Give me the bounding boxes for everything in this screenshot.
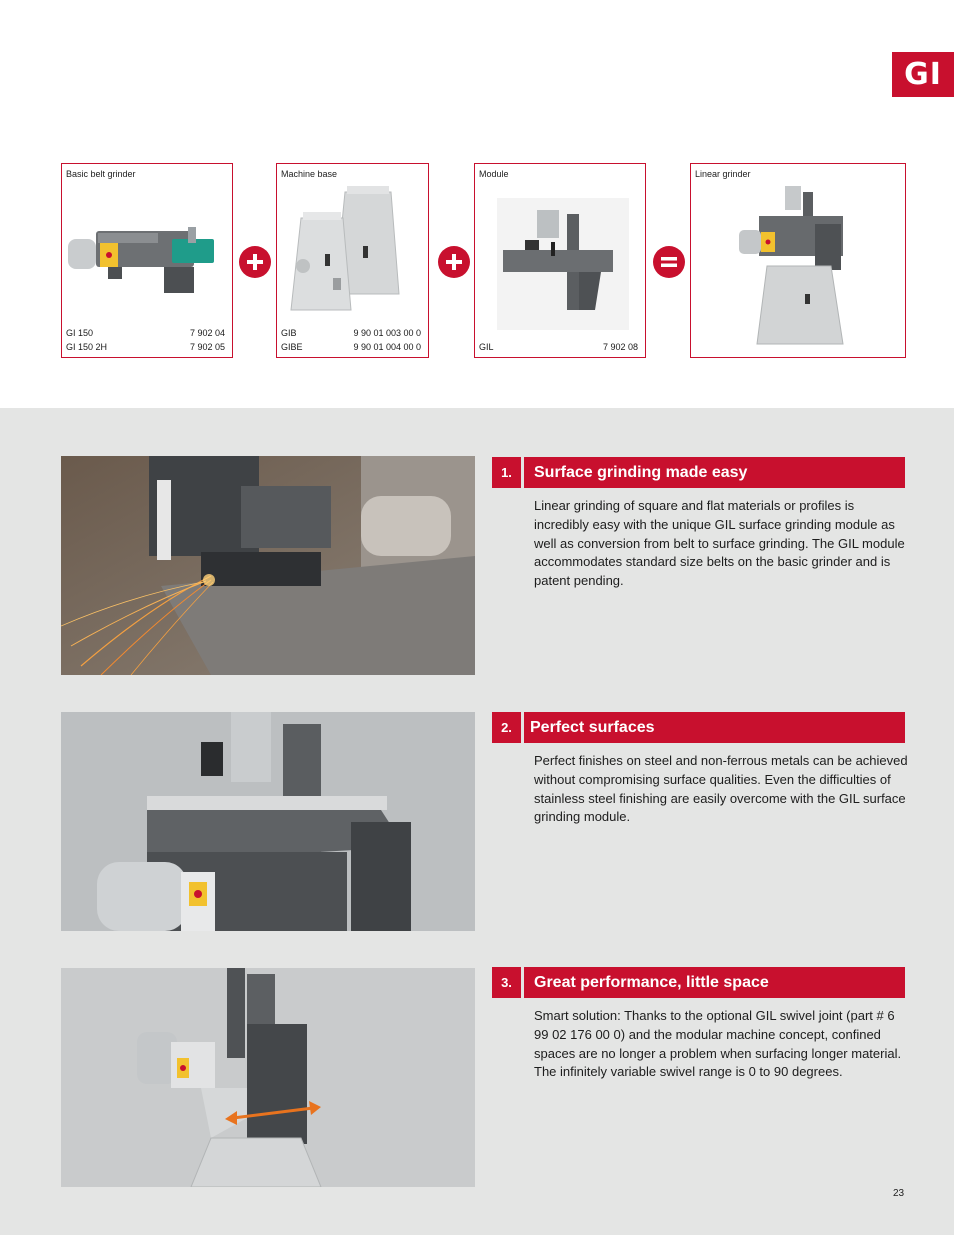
plus-operator-icon [438,246,470,278]
module-box-module: Module GIL 7 902 08 [474,163,646,358]
grinding-sparks-image [61,456,475,675]
section-title: Surface grinding made easy [524,457,905,488]
code-name: GIBE [281,342,303,352]
code-number: 9 90 01 003 00 0 [353,328,421,338]
module-codes: GIB 9 90 01 003 00 0 GIBE 9 90 01 004 00 0 [281,326,421,354]
section-body: Perfect finishes on steel and non-ferrou… [534,753,908,825]
code-row: GIL 7 902 08 [479,340,638,354]
machine-base-image [290,186,400,311]
section-number: 1. [492,457,521,488]
section-tab-badge: GI [892,52,954,97]
equals-icon [661,257,677,267]
grinder-module-closeup-image [61,712,475,931]
plus-operator-icon [239,246,271,278]
code-number: 7 902 05 [189,342,225,352]
section-title: Perfect surfaces [524,712,905,743]
module-codes: GIL 7 902 08 [479,340,638,354]
plus-icon [247,254,263,270]
module-box-basic-belt-grinder: Basic belt grinder GI 150 7 902 04 GI 150… [61,163,233,358]
code-name: GI 150 2H [66,342,108,352]
module-label: Linear grinder [695,169,751,179]
section-header-3: 3. Great performance, little space [492,967,905,998]
photo-swivel-joint [61,968,475,1187]
code-name: GIL [479,342,494,352]
code-row: GIB 9 90 01 003 00 0 [281,326,421,340]
code-name: GI 150 [66,328,94,338]
plus-icon [446,254,462,270]
module-label: Basic belt grinder [66,169,136,179]
swivel-joint-image [61,968,475,1187]
module-box-machine-base: Machine base GIB 9 90 01 003 00 0 GIBE 9 9… [276,163,429,358]
photo-perfect-surfaces [61,712,475,931]
section-header-2: 2. Perfect surfaces [492,712,905,743]
section-body: Linear grinding of square and flat mater… [534,498,905,589]
module-codes: GI 150 7 902 04 GI 150 2H 7 902 05 [66,326,225,354]
module-image [497,198,629,330]
code-row: GIBE 9 90 01 004 00 0 [281,340,421,354]
basic-belt-grinder-image [68,227,214,293]
section-number: 2. [492,712,521,743]
section-tab-label: GI [904,57,942,92]
module-label: Module [479,169,509,179]
module-box-linear-grinder: Linear grinder [690,163,906,358]
photo-surface-grinding [61,456,475,675]
module-label: Machine base [281,169,338,179]
code-name: GIB [281,328,297,338]
code-number: 9 90 01 004 00 0 [353,342,421,352]
code-row: GI 150 7 902 04 [66,326,225,340]
section-body: Smart solution: Thanks to the optional G… [534,1008,902,1080]
section-number: 3. [492,967,521,998]
linear-grinder-image [739,186,844,345]
equals-operator-icon [653,246,685,278]
page-number: 23 [893,1188,905,1199]
section-title: Great performance, little space [524,967,905,998]
section-header-1: 1. Surface grinding made easy [492,457,905,488]
code-number: 7 902 08 [602,342,638,352]
code-number: 7 902 04 [189,328,225,338]
code-row: GI 150 2H 7 902 05 [66,340,225,354]
